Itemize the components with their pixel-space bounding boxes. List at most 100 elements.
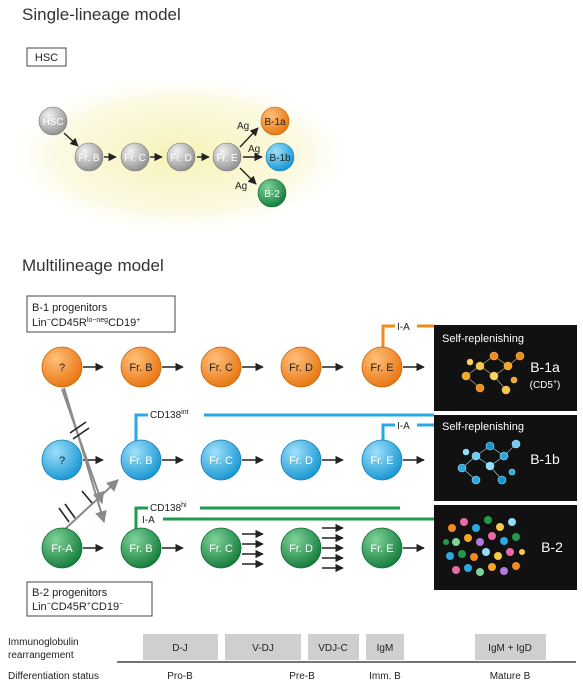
svg-text:Fr. E: Fr. E bbox=[370, 543, 393, 555]
row3-connectors bbox=[134, 506, 434, 531]
stage-igm: IgM bbox=[366, 634, 404, 660]
b1-progenitors-box bbox=[26, 295, 176, 333]
ig-rearrangement-label-1: Immunoglobulin bbox=[8, 637, 79, 648]
single-output-b1b: B-1b bbox=[265, 142, 295, 172]
svg-text:Fr. D: Fr. D bbox=[289, 362, 313, 374]
svg-text:?: ? bbox=[59, 362, 65, 374]
row2-cd138int-connector bbox=[134, 413, 434, 441]
stage-vdj-c: VDJ-C bbox=[308, 634, 359, 660]
row1-node-fr-b: Fr. B bbox=[120, 346, 162, 388]
svg-text:D-J: D-J bbox=[172, 643, 188, 654]
single-node-fr-d: Fr. D bbox=[166, 142, 196, 172]
svg-text:?: ? bbox=[59, 455, 65, 467]
svg-text:V-DJ: V-DJ bbox=[252, 643, 274, 654]
svg-text:Fr. E: Fr. E bbox=[370, 455, 393, 467]
row3-node-fr-d: Fr. D bbox=[280, 527, 322, 569]
row2-node-unknown: ? bbox=[41, 439, 83, 481]
panel-b1a-sub: (CD5+) bbox=[530, 379, 561, 391]
svg-text:IgM: IgM bbox=[377, 643, 394, 654]
row1-node-unknown: ? bbox=[41, 346, 83, 388]
b1b-cell-cluster bbox=[457, 439, 521, 485]
row1-node-fr-c: Fr. C bbox=[200, 346, 242, 388]
status-pre-b: Pre-B bbox=[289, 671, 315, 682]
hsc-box-label: HSC bbox=[35, 52, 58, 64]
row2-node-fr-b: Fr. B bbox=[120, 439, 162, 481]
panel-b1b-label: B-1b bbox=[530, 451, 560, 467]
panel-b1a-label: B-1a bbox=[530, 359, 560, 375]
row2-cd138int-label: CD138int bbox=[150, 409, 189, 421]
row3-node-fr-b: Fr. B bbox=[120, 527, 162, 569]
single-node-hsc: HSC bbox=[38, 106, 68, 136]
panel-b1b-header: Self-replenishing bbox=[442, 421, 524, 433]
svg-text:Fr. D: Fr. D bbox=[170, 153, 192, 164]
row3-node-fr-c: Fr. C bbox=[200, 527, 242, 569]
svg-text:Fr. E: Fr. E bbox=[370, 362, 393, 374]
svg-text:B-1b: B-1b bbox=[269, 153, 291, 164]
panel-b1a-header: Self-replenishing bbox=[442, 333, 524, 345]
svg-text:HSC: HSC bbox=[42, 117, 63, 128]
single-ag-label-3: Ag bbox=[235, 181, 247, 192]
row3-ia-label: I-A bbox=[142, 515, 155, 526]
svg-text:Fr. B: Fr. B bbox=[129, 543, 152, 555]
row2-ia-label: I-A bbox=[397, 421, 410, 432]
status-mature-b: Mature B bbox=[490, 671, 531, 682]
single-output-b1a: B-1a bbox=[260, 106, 290, 136]
svg-text:B-2: B-2 bbox=[264, 189, 280, 200]
stage-v-dj: V-DJ bbox=[225, 634, 301, 660]
stage-d-j: D-J bbox=[143, 634, 218, 660]
b1-progenitors-line2: Lin−CD45Rlo−negCD19+ bbox=[32, 317, 140, 329]
panel-b2-label: B-2 bbox=[541, 539, 563, 555]
b2-progenitors-box bbox=[26, 581, 153, 617]
svg-text:Fr. C: Fr. C bbox=[209, 543, 233, 555]
panel-b1b: Self-replenishing B-1b bbox=[434, 415, 577, 501]
row1-node-fr-d: Fr. D bbox=[280, 346, 322, 388]
svg-text:Fr. C: Fr. C bbox=[209, 362, 233, 374]
svg-text:B-1a: B-1a bbox=[264, 117, 286, 128]
b1-progenitors-line1: B-1 progenitors bbox=[32, 302, 108, 314]
multilineage-title: Multilineage model bbox=[22, 256, 164, 275]
svg-text:Fr. D: Fr. D bbox=[289, 455, 313, 467]
b2-progenitors-line1: B-2 progenitors bbox=[32, 587, 108, 599]
row2-node-fr-c: Fr. C bbox=[200, 439, 242, 481]
b1a-cell-cluster bbox=[461, 351, 525, 395]
single-ag-label-1: Ag bbox=[237, 121, 249, 132]
stage-igm-igd: IgM + IgD bbox=[475, 634, 546, 660]
svg-text:Fr. C: Fr. C bbox=[209, 455, 233, 467]
row2-node-fr-d: Fr. D bbox=[280, 439, 322, 481]
blocked-marks bbox=[58, 421, 93, 523]
svg-text:Fr. E: Fr. E bbox=[216, 153, 237, 164]
svg-text:Fr-A: Fr-A bbox=[51, 543, 73, 555]
single-ag-label-2: Ag bbox=[248, 144, 260, 155]
svg-text:Fr. C: Fr. C bbox=[124, 153, 146, 164]
b2-cell-cluster bbox=[443, 516, 525, 576]
hsc-box bbox=[26, 47, 67, 67]
status-pro-b: Pro-B bbox=[167, 671, 193, 682]
differentiation-status-label: Differentiation status bbox=[8, 671, 99, 682]
status-imm-b: Imm. B bbox=[369, 671, 401, 682]
single-output-b2: B-2 bbox=[257, 178, 287, 208]
svg-text:Fr. B: Fr. B bbox=[129, 362, 152, 374]
row3-cd138hi-label: CD138hi bbox=[150, 502, 187, 514]
single-node-fr-e: Fr. E bbox=[212, 142, 242, 172]
single-node-fr-b: Fr. B bbox=[74, 142, 104, 172]
row3-node-fr-e: Fr. E bbox=[361, 527, 403, 569]
row2-node-fr-e: Fr. E bbox=[361, 439, 403, 481]
single-node-fr-c: Fr. C bbox=[120, 142, 150, 172]
svg-text:VDJ-C: VDJ-C bbox=[318, 643, 347, 654]
row1-ia-label: I-A bbox=[397, 322, 410, 333]
svg-text:Fr. D: Fr. D bbox=[289, 543, 313, 555]
svg-text:Fr. B: Fr. B bbox=[78, 153, 99, 164]
panel-b2: B-2 bbox=[434, 505, 577, 590]
row1-node-fr-e: Fr. E bbox=[361, 346, 403, 388]
panel-b1a: Self-replenishing B-1a (CD5+) bbox=[434, 325, 577, 411]
svg-text:Fr. B: Fr. B bbox=[129, 455, 152, 467]
b2-progenitors-line2: Lin−CD45R+CD19− bbox=[32, 601, 123, 613]
cross-lineage-arrows bbox=[61, 387, 119, 531]
ig-rearrangement-label-2: rearrangement bbox=[8, 650, 74, 661]
row1-ia-connector bbox=[381, 324, 434, 348]
single-lineage-arrows bbox=[63, 127, 263, 185]
single-lineage-title: Single-lineage model bbox=[22, 5, 181, 24]
svg-text:IgM + IgD: IgM + IgD bbox=[488, 643, 532, 654]
row3-node-fr-a: Fr-A bbox=[41, 527, 83, 569]
